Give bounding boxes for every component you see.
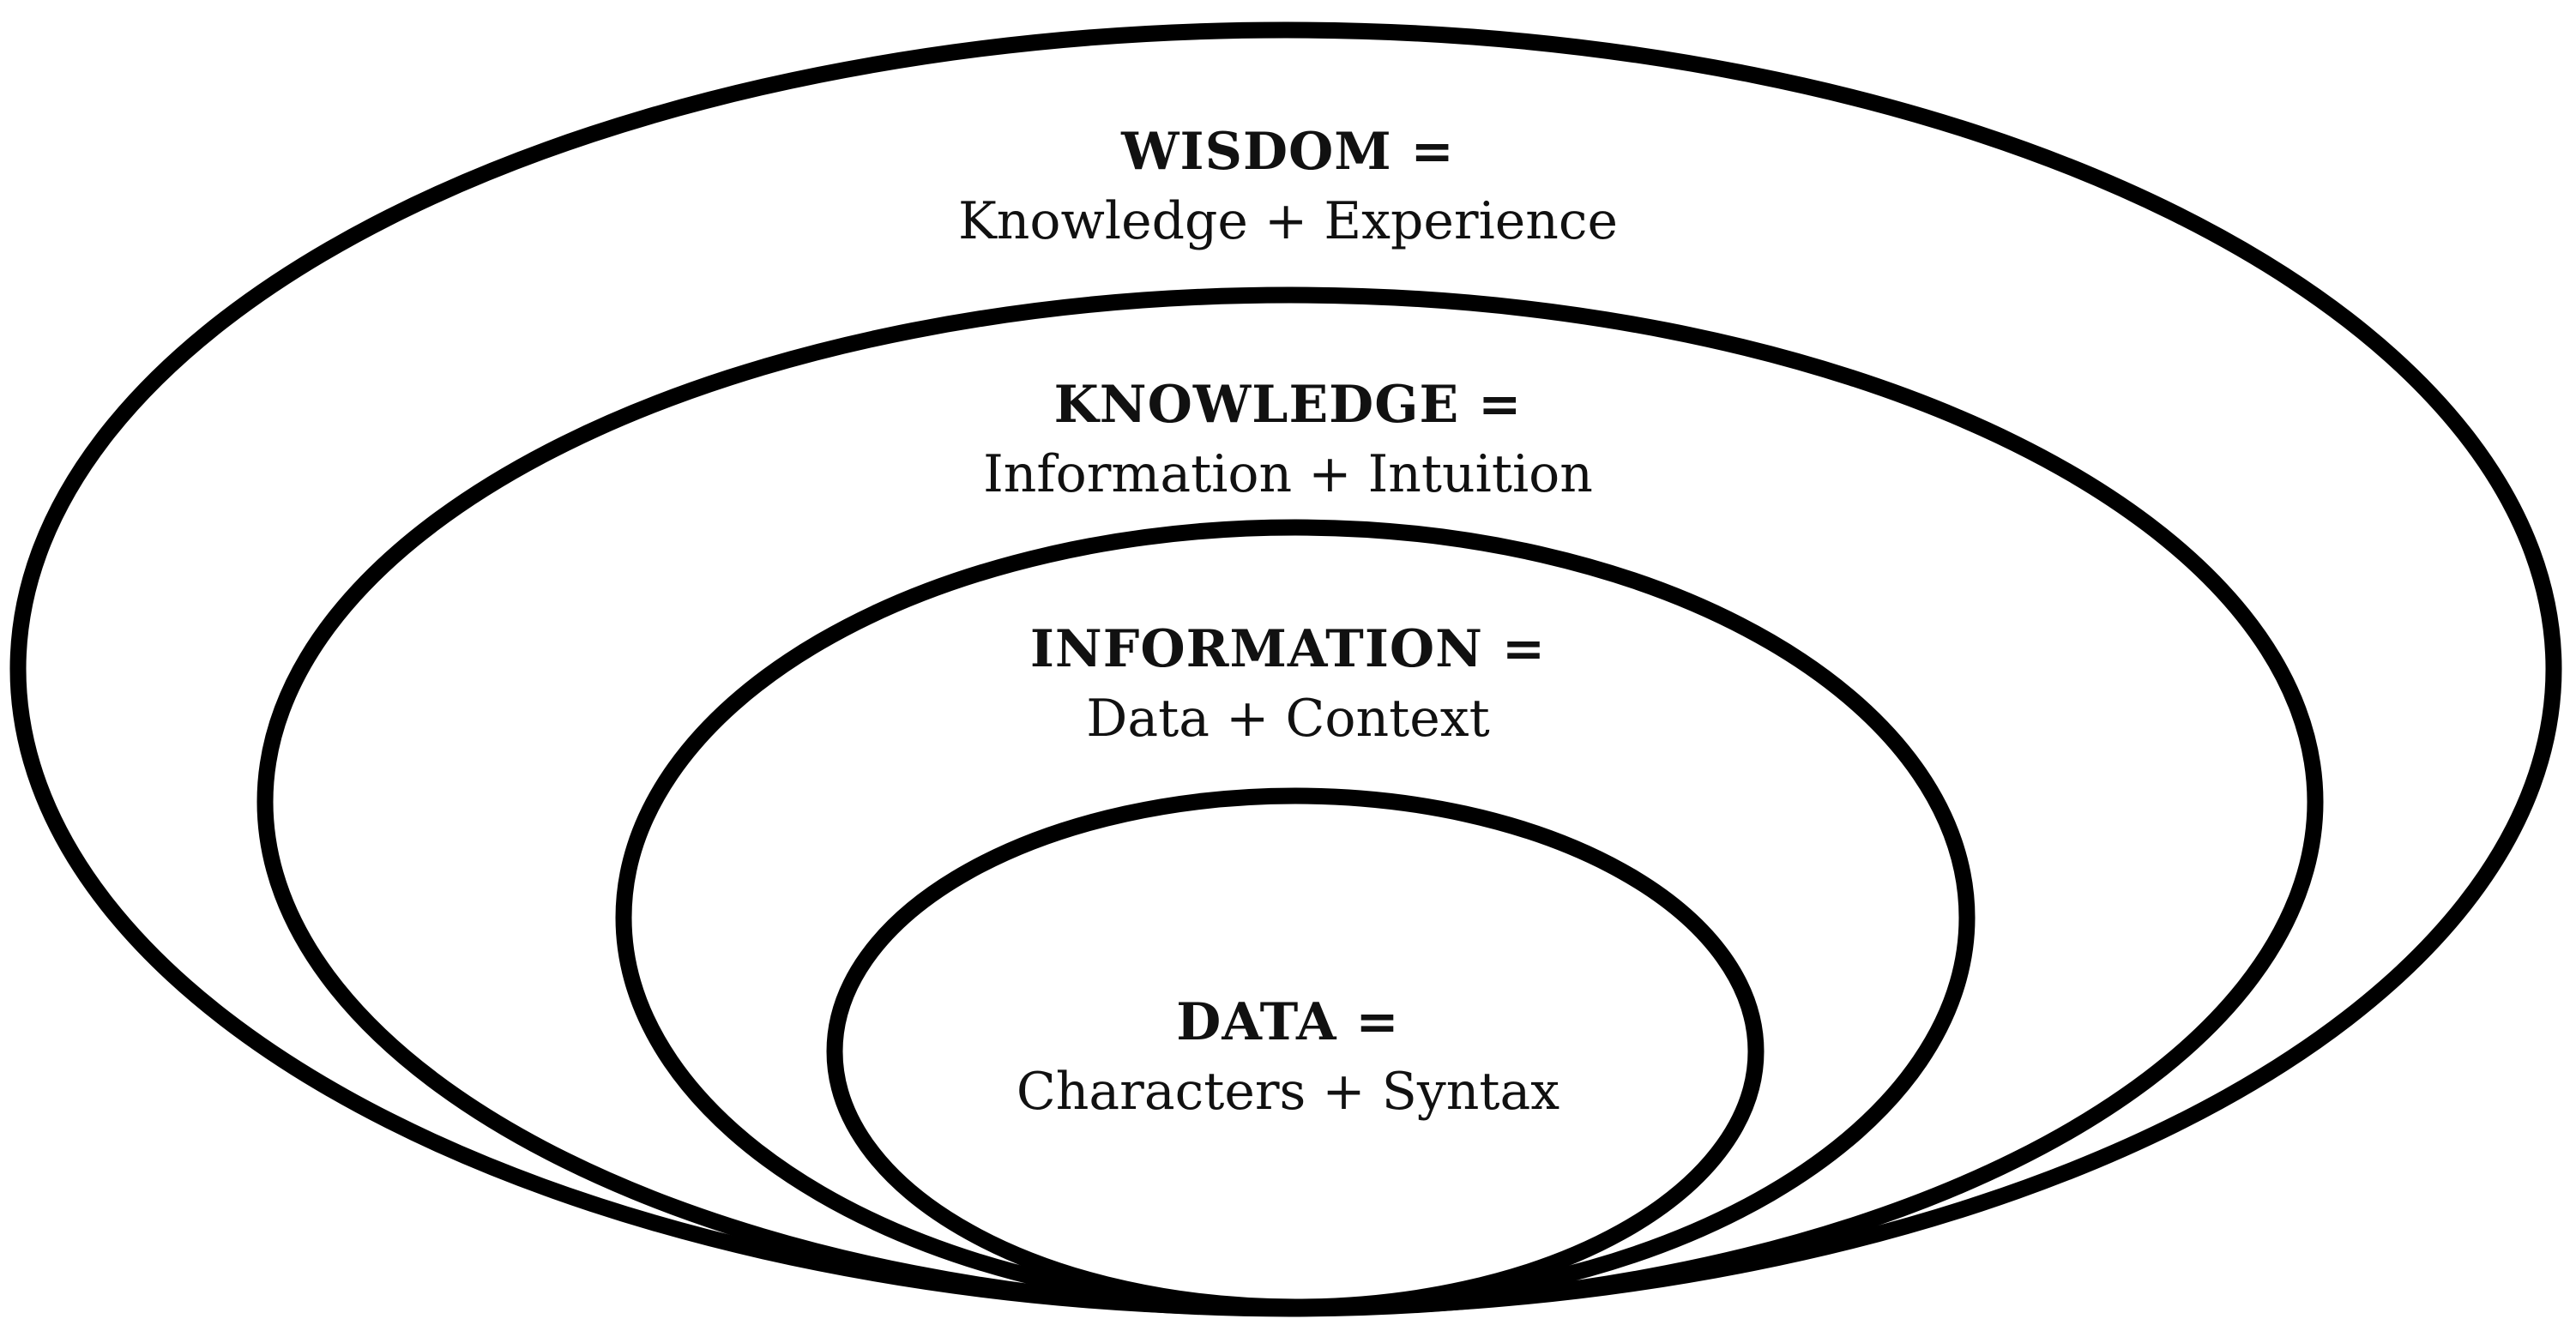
knowledge-title: KNOWLEDGE = bbox=[1053, 375, 1523, 435]
data-title: DATA = bbox=[1176, 992, 1400, 1052]
knowledge-formula: Information + Intuition bbox=[983, 444, 1593, 504]
wisdom-label: WISDOM = Knowledge + Experience bbox=[0, 118, 2576, 257]
knowledge-label: KNOWLEDGE = Information + Intuition bbox=[0, 371, 2576, 510]
information-label: INFORMATION = Data + Context bbox=[0, 616, 2576, 755]
data-ellipse bbox=[826, 787, 1765, 1316]
information-formula: Data + Context bbox=[1086, 689, 1490, 749]
wisdom-title: WISDOM = bbox=[1121, 122, 1455, 182]
information-title: INFORMATION = bbox=[1029, 619, 1547, 679]
wisdom-formula: Knowledge + Experience bbox=[957, 191, 1619, 251]
data-label: DATA = Characters + Syntax bbox=[0, 989, 2576, 1128]
data-formula: Characters + Syntax bbox=[1016, 1062, 1560, 1122]
